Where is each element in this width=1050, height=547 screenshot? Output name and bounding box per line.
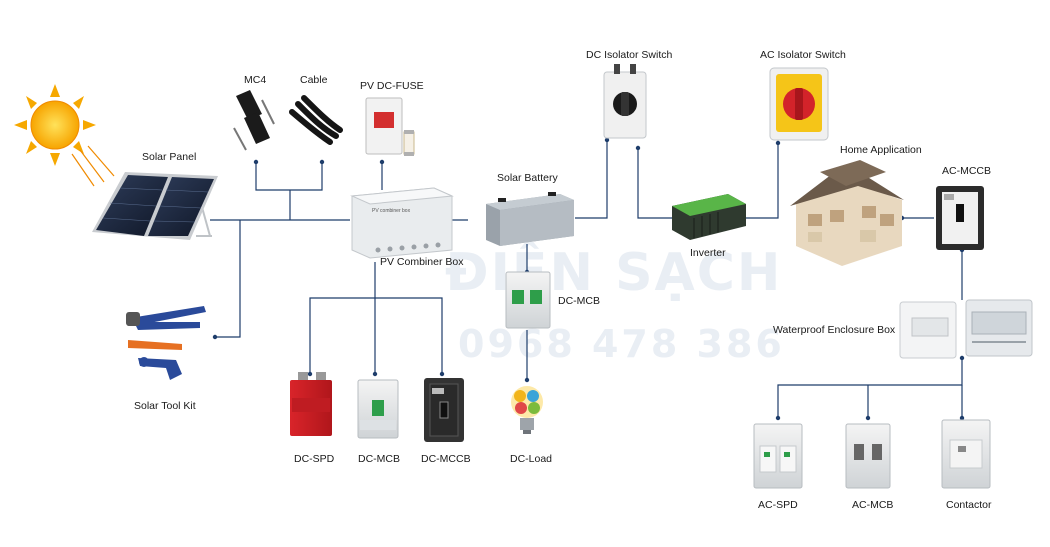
contactor-image xyxy=(941,419,991,489)
inverter-image xyxy=(672,194,746,240)
label-dc-mcb-mid: DC-MCB xyxy=(558,295,600,307)
ac-mccb-image xyxy=(936,186,984,250)
label-cable: Cable xyxy=(300,74,328,86)
label-solar-panel: Solar Panel xyxy=(142,151,197,163)
sun-icon xyxy=(14,84,115,187)
pv-combiner-box-image xyxy=(350,187,454,259)
label-pv-dc-fuse: PV DC-FUSE xyxy=(360,80,424,92)
dc-mcb-image xyxy=(357,379,399,439)
home-application-image xyxy=(790,160,904,266)
combiner-box-device-text: PV combiner box xyxy=(372,208,411,214)
waterproof-enclosure-box-image xyxy=(899,299,1033,359)
dc-mccb-image xyxy=(424,378,464,442)
mc4-connector-image xyxy=(233,90,275,151)
label-dc-spd: DC-SPD xyxy=(294,453,335,465)
dc-spd-image xyxy=(290,372,332,436)
pv-dc-fuse-image xyxy=(365,97,415,156)
label-contactor: Contactor xyxy=(946,499,992,511)
label-inverter: Inverter xyxy=(690,247,726,259)
dc-isolator-switch-image xyxy=(603,64,647,139)
label-ac-spd: AC-SPD xyxy=(758,499,798,511)
solar-battery-image xyxy=(486,192,574,246)
ac-spd-image xyxy=(753,423,803,489)
label-dc-isolator-switch: DC Isolator Switch xyxy=(586,49,673,61)
label-ac-isolator-switch: AC Isolator Switch xyxy=(760,49,846,61)
label-dc-mccb: DC-MCCB xyxy=(421,453,471,465)
wiring xyxy=(210,140,963,418)
label-solar-tool-kit: Solar Tool Kit xyxy=(134,400,196,412)
label-dc-mcb: DC-MCB xyxy=(358,453,400,465)
cable-image xyxy=(289,95,343,145)
label-ac-mcb: AC-MCB xyxy=(852,499,894,511)
solar-panel-image xyxy=(92,172,218,240)
label-pv-combiner-box: PV Combiner Box xyxy=(380,256,464,268)
dc-mcb-mid-image xyxy=(505,271,551,329)
ac-isolator-switch-image xyxy=(769,67,829,141)
solar-tool-kit-image xyxy=(126,306,206,380)
ac-mcb-image xyxy=(845,423,891,489)
label-home-application: Home Application xyxy=(840,144,922,156)
label-waterproof-enclosure-box: Waterproof Enclosure Box xyxy=(773,324,896,336)
dc-load-bulb-image xyxy=(511,386,543,434)
label-dc-load: DC-Load xyxy=(510,453,553,465)
label-ac-mccb: AC-MCCB xyxy=(942,165,991,177)
label-mc4: MC4 xyxy=(244,74,267,86)
label-solar-battery: Solar Battery xyxy=(497,172,558,184)
